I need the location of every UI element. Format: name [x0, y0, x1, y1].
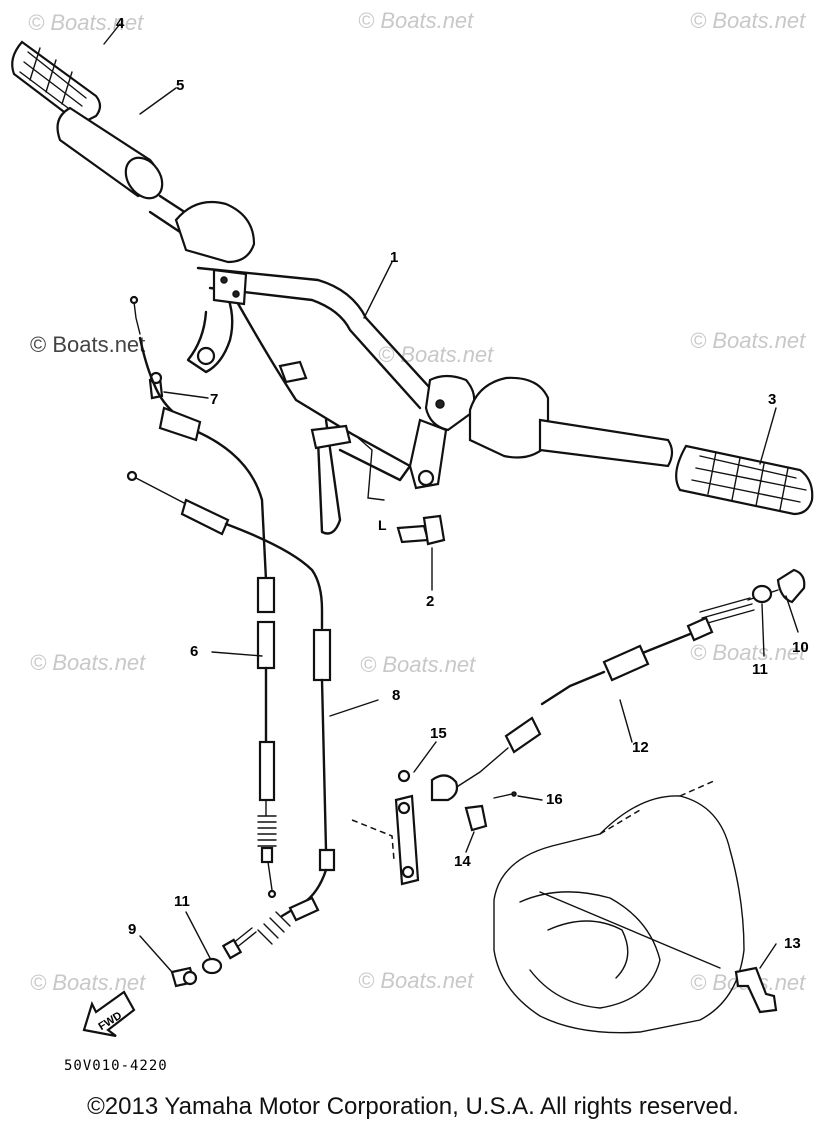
watermark: © Boats.net — [358, 968, 474, 993]
right-grip-part-3 — [675, 444, 814, 516]
pin-part-16 — [493, 791, 517, 799]
callout-9: 9 — [128, 921, 136, 938]
leader-lines — [103, 23, 799, 973]
callout-6: 6 — [190, 643, 198, 660]
callout-4: 4 — [116, 15, 125, 32]
bolt-part-2 — [396, 514, 446, 546]
watermark: © Boats.net — [30, 650, 146, 675]
watermark: © Boats.net — [690, 328, 806, 353]
callout-2: 2 — [426, 593, 434, 610]
callout-11-right: 11 — [752, 661, 768, 678]
callout-8: 8 — [392, 687, 400, 704]
collar-part-11-right — [751, 584, 773, 604]
lever-bracket — [351, 794, 420, 886]
callout-14: 14 — [454, 853, 471, 870]
cable-part-12 — [430, 589, 779, 802]
copyright-notice: ©2013 Yamaha Motor Corporation, U.S.A. A… — [87, 1093, 739, 1120]
callout-12: 12 — [632, 739, 649, 756]
fitting-part-10 — [776, 568, 806, 604]
callout-15: 15 — [430, 725, 447, 742]
callout-16: 16 — [546, 791, 563, 808]
callout-1: 1 — [390, 249, 398, 266]
watermark: © Boats.net — [30, 332, 145, 357]
left-grip-part-4 — [11, 40, 102, 126]
svg-text:L: L — [378, 517, 387, 533]
callout-layer: 4 5 1 3 2 6 7 8 9 10 11 11 12 13 14 15 1… — [116, 15, 809, 952]
callout-11-left: 11 — [174, 893, 190, 910]
watermark: © Boats.net — [28, 10, 144, 35]
callout-7: 7 — [210, 391, 218, 408]
collar-part-11-left — [201, 957, 223, 975]
throttle-grip-part-5 — [56, 106, 256, 264]
callout-3: 3 — [768, 391, 776, 408]
callout-10: 10 — [792, 639, 809, 656]
watermark: © Boats.net — [30, 970, 146, 995]
cable-part-8 — [126, 470, 336, 960]
callout-13: 13 — [784, 935, 801, 952]
watermark: © Boats.net — [360, 652, 476, 677]
clip-part-15 — [397, 769, 411, 783]
watermark: © Boats.net — [690, 640, 806, 665]
watermark: © Boats.net — [378, 342, 494, 367]
bolt-part-14 — [464, 804, 488, 832]
engine-outline — [493, 779, 745, 1034]
bracket-part-13 — [734, 966, 778, 1014]
callout-5: 5 — [176, 77, 184, 94]
watermark: © Boats.net — [358, 8, 474, 33]
fwd-arrow: FWD — [82, 990, 136, 1038]
drawing-code: 50V010-4220 — [64, 1058, 168, 1074]
watermark: © Boats.net — [690, 8, 806, 33]
watermark-layer: © Boats.net © Boats.net © Boats.net © Bo… — [28, 8, 806, 995]
handlebar-part-1: L — [186, 266, 674, 535]
fitting-part-9 — [170, 966, 198, 988]
